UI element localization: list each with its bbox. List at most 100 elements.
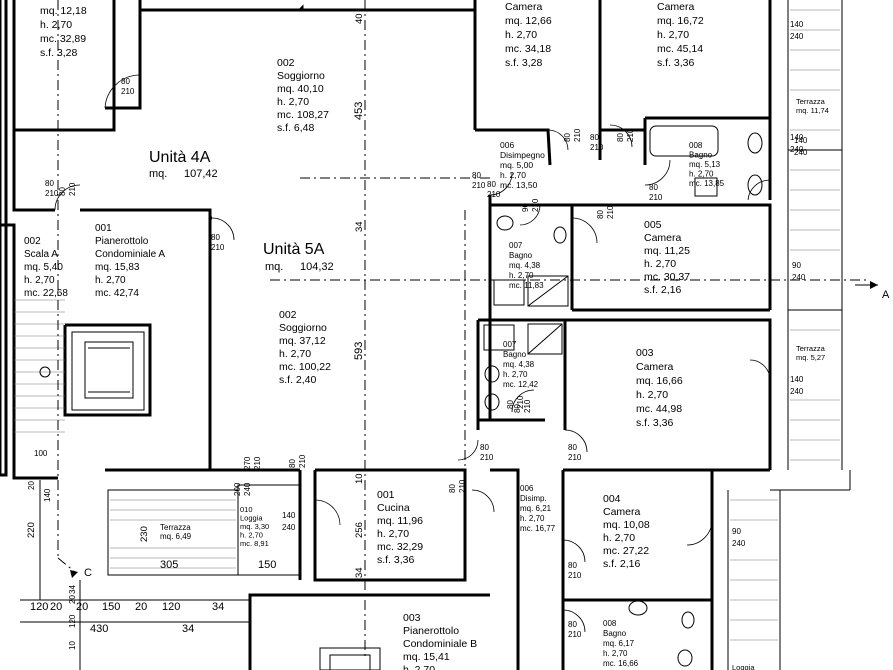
- room-label-line: mc. 27,22: [603, 545, 649, 557]
- room-label-line: s.f. 3,36: [377, 554, 415, 566]
- room-label-line: mq. 11,25: [644, 245, 690, 257]
- room-label-line: s.f. 2,40: [279, 374, 317, 386]
- dim-453: 453: [353, 102, 365, 120]
- unit-5a-name: Unità 5A: [263, 241, 325, 258]
- room-label-line: Bagno: [509, 251, 533, 260]
- window-height: 240: [243, 482, 252, 496]
- door-height: 210: [68, 182, 77, 196]
- room-label-line: Pianerottolo: [95, 236, 149, 247]
- room-label-line: mc. 32,29: [377, 541, 423, 553]
- room-label-line: mc. 30,37: [644, 271, 690, 283]
- room-label-line: 002: [24, 236, 41, 247]
- section-mark-a: A: [855, 281, 890, 301]
- room-label-line: mc. 8,91: [240, 539, 269, 548]
- room-label-line: Disimpegno: [500, 150, 545, 160]
- unit-5a-title: Unità 5A mq. 104,32: [263, 241, 334, 273]
- dim-150: 150: [258, 559, 276, 571]
- room-loggia-right: Loggia: [732, 663, 755, 670]
- room-label-line: mq. 4,38: [509, 261, 541, 270]
- room-label-line: Camera: [505, 1, 543, 13]
- dim-40: 40: [354, 13, 365, 24]
- dim-230: 230: [139, 526, 150, 542]
- room-label-line: mq. 40,10: [277, 83, 324, 95]
- window-height: 240: [282, 523, 296, 532]
- door-width: 80: [568, 620, 577, 629]
- room-label-line: Disimp.: [520, 494, 547, 503]
- room-label-line: 003: [403, 612, 421, 624]
- room-label-line: 002: [279, 309, 297, 321]
- room-label-line: 002: [277, 57, 295, 69]
- room-label-line: Camera: [603, 506, 641, 518]
- dim-140: 140: [43, 488, 52, 502]
- dim-b3: 20: [76, 601, 88, 613]
- room-label-line: s.f. 2,16: [644, 284, 682, 296]
- dim-b5: 20: [135, 601, 147, 613]
- door-width: 80: [563, 133, 572, 142]
- window-width: 140: [790, 20, 804, 29]
- dim-100: 100: [34, 449, 48, 458]
- door-height: 210: [531, 198, 540, 212]
- room-label-line: mq. 11,96: [377, 515, 423, 527]
- dim-34b: 34: [354, 567, 365, 578]
- door-height: 210: [523, 399, 532, 413]
- room-label-line: mc. 45,14: [657, 43, 703, 55]
- door-height: 210: [568, 453, 582, 462]
- room-label-line: mc. 16,66: [603, 659, 639, 668]
- room-label-line: h. 2,70: [403, 664, 435, 670]
- room-label-line: mq. 5,13: [689, 160, 721, 169]
- walls: [0, 0, 772, 670]
- room-label-line: h. 2,70: [40, 19, 72, 31]
- door-width: 80: [649, 183, 658, 192]
- dim-120v: 120: [68, 614, 77, 628]
- room-label-line: mq. 11,74: [796, 106, 829, 115]
- room-label-line: h. 2,70: [636, 389, 668, 401]
- room-label-line: 004: [603, 493, 621, 505]
- door-width: 80: [487, 180, 496, 189]
- room-label-line: s.f. 2,16: [603, 558, 641, 570]
- room-label-line: mq. 4,38: [503, 360, 535, 369]
- room-label-line: mq. 6,21: [520, 504, 552, 513]
- door-height: 210: [472, 181, 486, 190]
- dim-b7: 34: [212, 601, 224, 613]
- room-label-line: 007: [503, 340, 517, 349]
- door-width: 80: [513, 404, 522, 413]
- door-height: 210: [298, 454, 307, 468]
- door-height: 210: [649, 193, 663, 202]
- door-width: 80: [568, 443, 577, 452]
- window-height: 240: [790, 145, 804, 154]
- room-label-line: mq. 12,66: [505, 15, 552, 27]
- door-width: 80: [596, 210, 605, 219]
- room-label-line: s.f. 3,36: [636, 417, 674, 429]
- room-label-line: mq. 6,17: [603, 639, 635, 648]
- room-label-line: h. 2,70: [500, 170, 526, 180]
- window-height: 240: [794, 148, 808, 157]
- window-width: 90: [732, 527, 741, 536]
- door-width: 80: [480, 443, 489, 452]
- dimension-lines: [20, 480, 300, 670]
- room-label-line: h. 2,70: [377, 528, 409, 540]
